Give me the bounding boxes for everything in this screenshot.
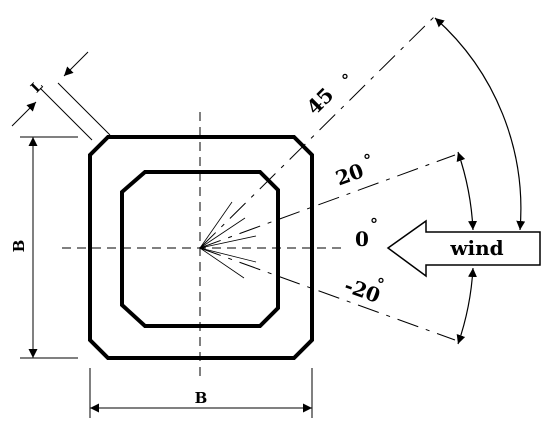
direction-line-45 [199,14,437,249]
dimension-l-label: L [28,78,46,96]
dimension-l [11,51,111,141]
angle-arc-0-to-neg20 [456,267,477,345]
converging-rays [199,201,257,279]
inner-section-outline [120,170,280,328]
angle-degree-45: ° [341,71,349,90]
angle-degree-0: ° [370,215,378,234]
wind-label: wind [449,236,503,260]
angle-degree-20: ° [363,151,371,170]
dimension-b-left [20,136,78,359]
outer-section-outline [88,135,314,360]
wind-arrow [386,219,541,278]
angle-label-20: 20 [332,158,366,190]
angle-label-45: 45 [302,83,339,120]
angle-degree-neg20: ° [377,275,385,294]
angle-label-0: 0 [355,227,369,251]
dimension-b-bottom [89,368,313,418]
dimension-b-left-label: B [10,240,28,253]
direction-line-20 [199,154,456,249]
direction-line-neg20 [199,247,456,341]
dimension-b-bottom-label: B [195,389,208,407]
angle-arc-20-to-0 [456,151,478,231]
angle-arc-45-to-0 [434,17,526,231]
